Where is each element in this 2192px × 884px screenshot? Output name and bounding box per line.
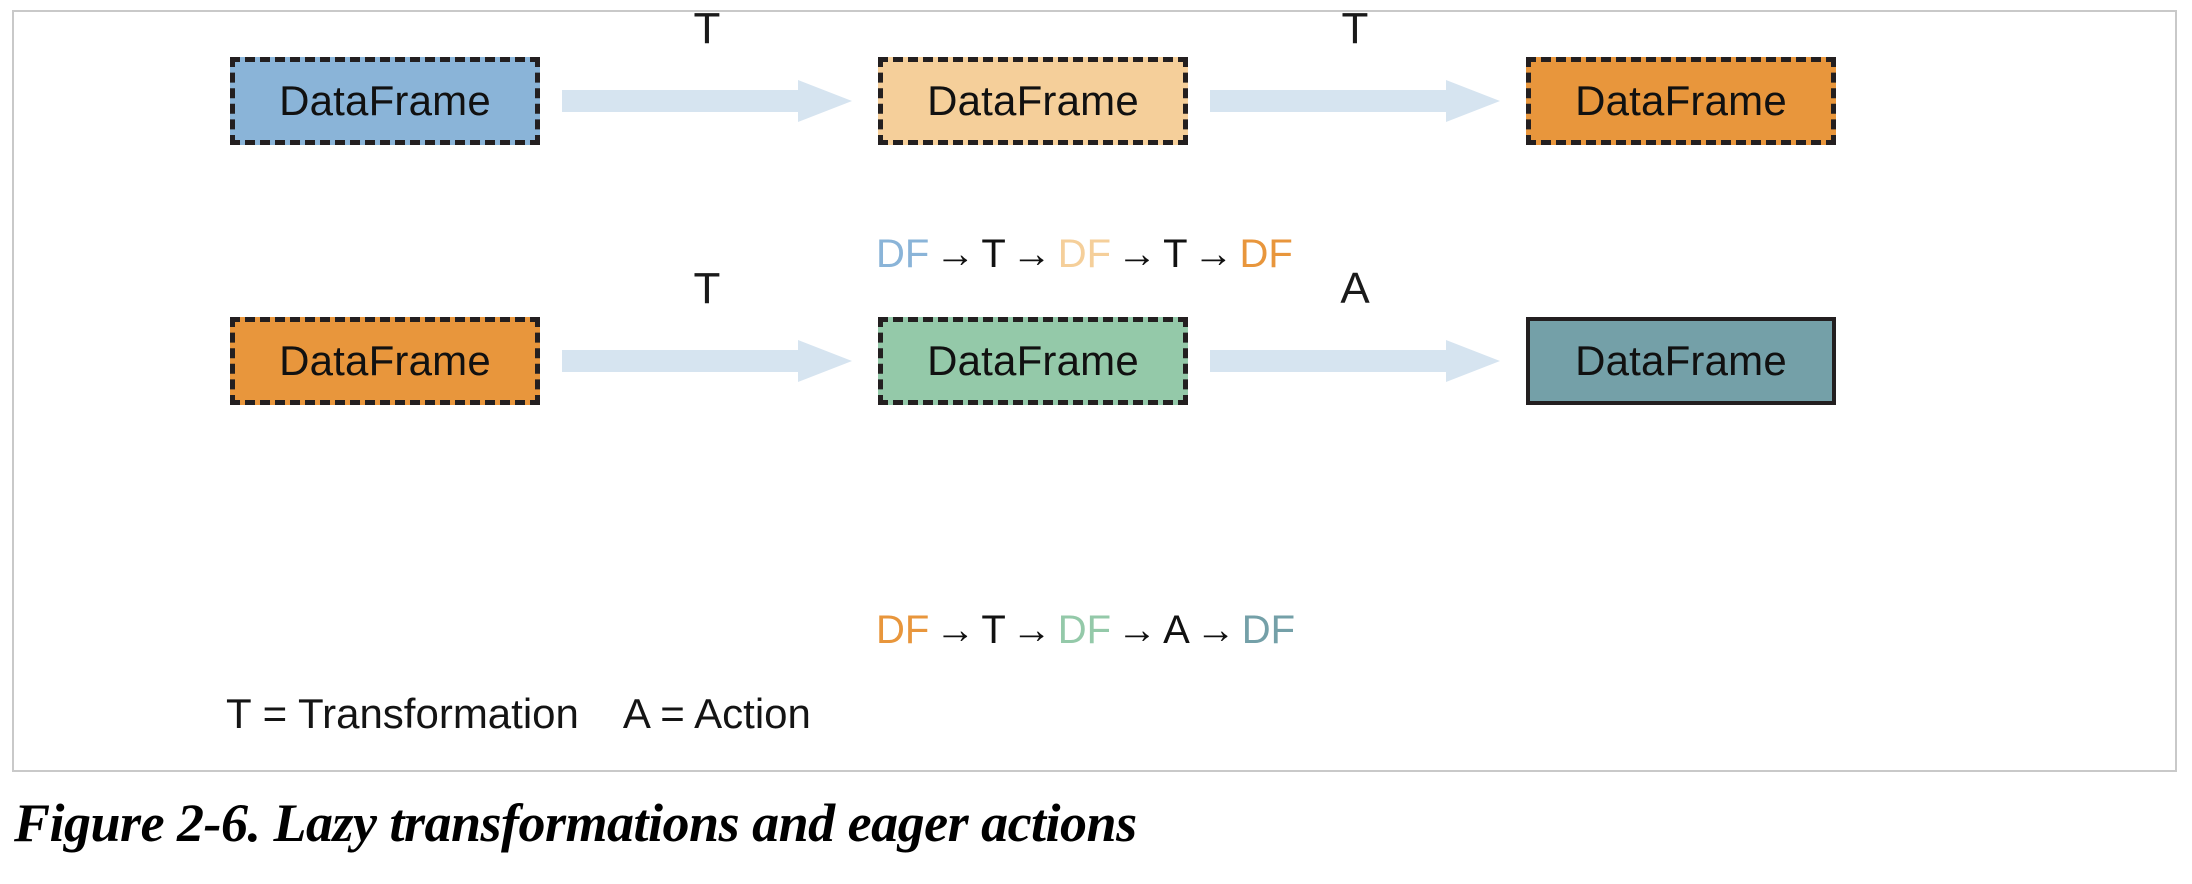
row2-chain-text: DF→T→DF→A→DF (876, 610, 1295, 650)
chain-arrow-glyph-icon: → (1117, 232, 1158, 276)
row2-dataframe-box-1-label: DataFrame (279, 337, 491, 384)
row1-dataframe-box-1: DataFrame (230, 57, 540, 145)
row1-arrow-2-label: T (1341, 4, 1369, 53)
chain-token: DF (876, 608, 930, 652)
chain-arrow-glyph-icon: → (935, 232, 976, 276)
chain-token: T (981, 608, 1006, 652)
row2-dataframe-box-2-label: DataFrame (927, 337, 1139, 384)
chain-token: A (1163, 608, 1190, 652)
row2-dataframe-box-2: DataFrame (878, 317, 1188, 405)
row2-arrow-2 (1210, 340, 1500, 382)
row2-arrow-1-label: T (693, 264, 721, 313)
row2-dataframe-box-3-label: DataFrame (1575, 337, 1787, 384)
row1-dataframe-box-3-label: DataFrame (1575, 77, 1787, 124)
chain-token: DF (1241, 608, 1296, 652)
chain-arrow-glyph-icon: → (1011, 232, 1052, 276)
chain-arrow-glyph-icon: → (1193, 232, 1234, 276)
row1-arrow-2 (1210, 80, 1500, 122)
figure-caption: Figure 2-6. Lazy transformations and eag… (14, 793, 1137, 853)
chain-token: T (981, 232, 1006, 276)
row2-dataframe-box-3: DataFrame (1526, 317, 1836, 405)
chain-arrow-glyph-icon: → (935, 608, 976, 652)
row1-arrow-1 (562, 80, 852, 122)
chain-token: DF (876, 232, 930, 276)
row2-arrow-1 (562, 340, 852, 382)
row1-dataframe-box-2: DataFrame (878, 57, 1188, 145)
chain-token: DF (1057, 608, 1112, 652)
row1-dataframe-box-1-label: DataFrame (279, 77, 491, 124)
chain-arrow-glyph-icon: → (1011, 608, 1052, 652)
chain-token: DF (1057, 232, 1112, 276)
legend-transformation: T = Transformation (226, 690, 579, 737)
chain-token: T (1163, 232, 1188, 276)
row1-dataframe-box-3: DataFrame (1526, 57, 1836, 145)
figure-panel: DataFrame T DataFrame T DataFrame (12, 4, 2177, 772)
row1-chain-text: DF→T→DF→T→DF (876, 234, 1293, 274)
chain-token: DF (1239, 232, 1293, 276)
row1-arrow-1-label: T (693, 4, 721, 53)
row2-dataframe-box-1: DataFrame (230, 317, 540, 405)
legend: T = Transformation A = Action (226, 690, 811, 738)
row2-arrow-2-label: A (1340, 264, 1370, 313)
row1-dataframe-box-2-label: DataFrame (927, 77, 1139, 124)
legend-action: A = Action (622, 690, 811, 737)
chain-arrow-glyph-icon: → (1117, 608, 1158, 652)
chain-arrow-glyph-icon: → (1195, 608, 1236, 652)
